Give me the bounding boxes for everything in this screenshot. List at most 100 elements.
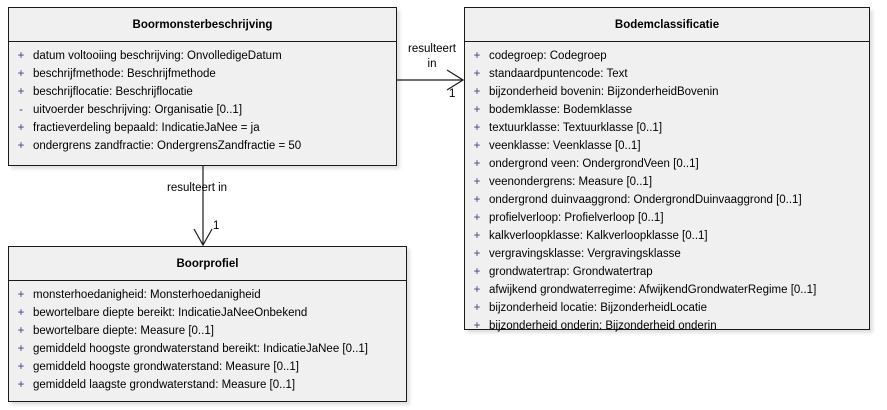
attribute-row[interactable]: + bewortelbare diepte bereikt: Indicatie… xyxy=(9,304,406,322)
uml-class-bodemclassificatie[interactable]: Bodemclassificatie + codegroep: Codegroe… xyxy=(464,7,870,332)
attribute-row[interactable]: + ondergrond veen: OndergrondVeen [0..1] xyxy=(465,155,869,173)
attribute-label: veenondergrens: Measure [0..1] xyxy=(489,176,653,188)
visibility-marker: + xyxy=(17,122,25,134)
visibility-marker: + xyxy=(473,248,481,260)
visibility-marker: + xyxy=(17,68,25,80)
attribute-label: monsterhoedanigheid: Monsterhoedanigheid xyxy=(33,289,261,301)
attribute-label: bijzonderheid bovenin: BijzonderheidBove… xyxy=(489,86,719,98)
attribute-row[interactable]: + bodemklasse: Bodemklasse xyxy=(465,101,869,119)
class-attributes-boorprofiel: + monsterhoedanigheid: Monsterhoedanighe… xyxy=(9,281,406,401)
attribute-row[interactable]: + standaardpuntencode: Text xyxy=(465,65,869,83)
attribute-row[interactable]: + afwijkend grondwaterregime: AfwijkendG… xyxy=(465,281,869,299)
attribute-label: gemiddeld laagste grondwaterstand: Measu… xyxy=(33,379,296,391)
attribute-row[interactable]: + beschrijflocatie: Beschrijflocatie xyxy=(9,83,396,101)
attribute-label: ondergrond veen: OndergrondVeen [0..1] xyxy=(489,158,699,170)
visibility-marker: + xyxy=(473,104,481,116)
class-header-boormonsterbeschrijving: Boormonsterbeschrijving xyxy=(9,8,396,42)
attribute-row[interactable]: - uitvoerder beschrijving: Organisatie [… xyxy=(9,101,396,119)
attribute-row[interactable]: + grondwatertrap: Grondwatertrap xyxy=(465,263,869,281)
attribute-label: vergravingsklasse: Vergravingsklasse xyxy=(489,248,681,260)
attribute-row[interactable]: + bijzonderheid locatie: BijzonderheidLo… xyxy=(465,299,869,317)
visibility-marker: + xyxy=(17,307,25,319)
connector-multiplicity-vertical: 1 xyxy=(213,220,220,232)
visibility-marker: + xyxy=(473,194,481,206)
arrowhead-open-right xyxy=(446,69,465,91)
attribute-row[interactable]: + fractieverdeling bepaald: IndicatieJaN… xyxy=(9,119,396,137)
connector-boormonsterbeschrijving-to-bodemclassificatie[interactable] xyxy=(397,69,465,91)
attribute-label: ondergrens zandfractie: OndergrensZandfr… xyxy=(33,140,302,152)
attribute-row[interactable]: + veenklasse: Veenklasse [0..1] xyxy=(465,137,869,155)
class-title: Boorprofiel xyxy=(176,257,239,270)
connector-label-line1: resulteert xyxy=(408,43,456,55)
class-header-bodemclassificatie: Bodemclassificatie xyxy=(465,8,869,42)
attribute-row[interactable]: + textuurklasse: Textuurklasse [0..1] xyxy=(465,119,869,137)
visibility-marker: + xyxy=(473,176,481,188)
attribute-row[interactable]: + ondergrond duinvaaggrond: OndergrondDu… xyxy=(465,191,869,209)
attribute-row[interactable]: + profielverloop: Profielverloop [0..1] xyxy=(465,209,869,227)
visibility-marker: + xyxy=(473,230,481,242)
attribute-label: gemiddeld hoogste grondwaterstand: Measu… xyxy=(33,361,299,373)
attribute-row[interactable]: + codegroep: Codegroep xyxy=(465,47,869,65)
attribute-row[interactable]: + gemiddeld laagste grondwaterstand: Mea… xyxy=(9,376,406,394)
visibility-marker: + xyxy=(473,302,481,314)
attribute-label: ondergrond duinvaaggrond: OndergrondDuin… xyxy=(489,194,802,206)
visibility-marker: + xyxy=(473,140,481,152)
attribute-row[interactable]: + vergravingsklasse: Vergravingsklasse xyxy=(465,245,869,263)
attribute-row[interactable]: + beschrijfmethode: Beschrijfmethode xyxy=(9,65,396,83)
class-attributes-bodemclassificatie: + codegroep: Codegroep + standaardpunten… xyxy=(465,42,869,332)
visibility-marker: + xyxy=(17,343,25,355)
class-title: Boormonsterbeschrijving xyxy=(132,18,273,31)
attribute-row[interactable]: + gemiddeld hoogste grondwaterstand: Mea… xyxy=(9,358,406,376)
attribute-row[interactable]: + datum voltooiing beschrijving: Onvolle… xyxy=(9,47,396,65)
attribute-label: bodemklasse: Bodemklasse xyxy=(489,104,633,116)
attribute-row[interactable]: + gemiddeld hoogste grondwaterstand bere… xyxy=(9,340,406,358)
visibility-marker: + xyxy=(17,379,25,391)
attribute-label: uitvoerder beschrijving: Organisatie [0.… xyxy=(33,104,243,116)
attribute-label: veenklasse: Veenklasse [0..1] xyxy=(489,140,641,152)
attribute-label: kalkverloopklasse: Kalkverloopklasse [0.… xyxy=(489,230,708,242)
visibility-marker: + xyxy=(17,50,25,62)
visibility-marker: + xyxy=(473,158,481,170)
visibility-marker: + xyxy=(473,284,481,296)
attribute-label: beschrijflocatie: Beschrijflocatie xyxy=(33,86,193,98)
attribute-label: datum voltooiing beschrijving: Onvolledi… xyxy=(33,50,282,62)
visibility-marker: + xyxy=(473,212,481,224)
visibility-marker: - xyxy=(19,104,23,116)
attribute-label: bijzonderheid onderin: Bijzonderheid ond… xyxy=(489,320,717,332)
connector-multiplicity-horizontal: 1 xyxy=(449,88,456,100)
arrowhead-open-down xyxy=(193,228,213,247)
attribute-row[interactable]: + veenondergrens: Measure [0..1] xyxy=(465,173,869,191)
attribute-label: bewortelbare diepte bereikt: IndicatieJa… xyxy=(33,307,308,319)
attribute-label: afwijkend grondwaterregime: AfwijkendGro… xyxy=(489,284,817,296)
attribute-row[interactable]: + bijzonderheid bovenin: BijzonderheidBo… xyxy=(465,83,869,101)
attribute-label: beschrijfmethode: Beschrijfmethode xyxy=(33,68,216,80)
connector-boormonsterbeschrijving-to-boorprofiel[interactable] xyxy=(193,166,213,247)
connector-label-line2: in xyxy=(427,58,437,70)
attribute-row[interactable]: + bijzonderheid onderin: Bijzonderheid o… xyxy=(465,317,869,335)
uml-class-boormonsterbeschrijving[interactable]: Boormonsterbeschrijving + datum voltooii… xyxy=(8,7,397,166)
visibility-marker: + xyxy=(473,68,481,80)
visibility-marker: + xyxy=(473,50,481,62)
attribute-label: codegroep: Codegroep xyxy=(489,50,607,62)
attribute-label: standaardpuntencode: Text xyxy=(489,68,628,80)
attribute-label: fractieverdeling bepaald: IndicatieJaNee… xyxy=(33,122,260,134)
class-attributes-boormonsterbeschrijving: + datum voltooiing beschrijving: Onvolle… xyxy=(9,42,396,165)
attribute-label: gemiddeld hoogste grondwaterstand bereik… xyxy=(33,343,368,355)
visibility-marker: + xyxy=(473,266,481,278)
visibility-marker: + xyxy=(473,320,481,332)
attribute-row[interactable]: + ondergrens zandfractie: OndergrensZand… xyxy=(9,137,396,155)
visibility-marker: + xyxy=(17,86,25,98)
connector-label-resulteert-in-horizontal: resulteert in xyxy=(403,42,461,72)
visibility-marker: + xyxy=(473,86,481,98)
attribute-label: bewortelbare diepte: Measure [0..1] xyxy=(33,325,214,337)
connector-label-resulteert-in-vertical: resulteert in xyxy=(167,182,228,194)
uml-class-boorprofiel[interactable]: Boorprofiel + monsterhoedanigheid: Monst… xyxy=(8,246,407,402)
visibility-marker: + xyxy=(17,289,25,301)
attribute-row[interactable]: + bewortelbare diepte: Measure [0..1] xyxy=(9,322,406,340)
visibility-marker: + xyxy=(17,325,25,337)
visibility-marker: + xyxy=(473,122,481,134)
attribute-row[interactable]: + kalkverloopklasse: Kalkverloopklasse [… xyxy=(465,227,869,245)
attribute-row[interactable]: + monsterhoedanigheid: Monsterhoedanighe… xyxy=(9,286,406,304)
attribute-label: bijzonderheid locatie: BijzonderheidLoca… xyxy=(489,302,708,314)
